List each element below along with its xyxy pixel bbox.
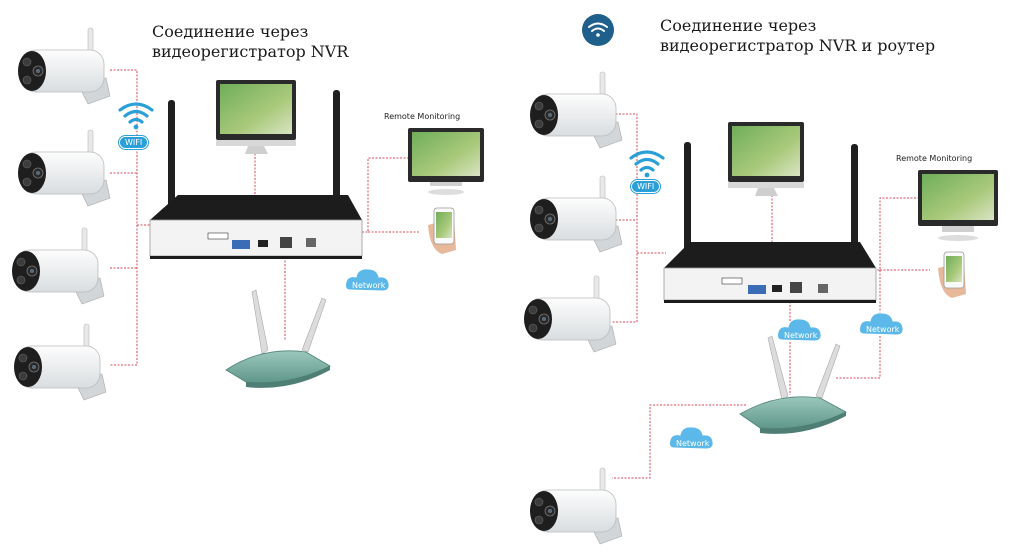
wifi-icon <box>629 150 665 179</box>
local-monitor-left <box>216 80 296 154</box>
nvr-recorder-right <box>663 142 877 303</box>
wifi-label-right: WIFI <box>631 180 661 193</box>
router-right <box>739 335 847 434</box>
remote-monitoring-label-left: Remote Monitoring <box>384 112 461 121</box>
camera-right-3 <box>523 275 617 353</box>
local-monitor-right <box>728 122 804 196</box>
wifi-badge-icon <box>582 14 614 46</box>
camera-left-2 <box>17 129 111 207</box>
right-title: Соединение через видеорегистратор NVR и … <box>660 16 935 56</box>
left-title-line1: Соединение через <box>152 22 309 41</box>
network-label-right-2: Network <box>866 325 900 334</box>
nvr-recorder-left <box>149 90 363 259</box>
camera-right-4 <box>529 467 623 545</box>
right-title-line1: Соединение через <box>660 16 817 35</box>
remote-monitor-right <box>918 170 998 241</box>
camera-left-1 <box>17 27 111 105</box>
left-title: Соединение через видеорегистратор NVR <box>152 22 348 62</box>
right-title-line2: видеорегистратор NVR и роутер <box>660 36 936 55</box>
network-label-left: Network <box>352 281 386 290</box>
remote-monitor-left <box>408 128 484 195</box>
camera-right-2 <box>529 175 623 253</box>
network-label-right-1: Network <box>784 331 818 340</box>
wifi-icon <box>118 102 154 131</box>
remote-monitoring-label-right: Remote Monitoring <box>896 154 973 163</box>
left-title-line2: видеорегистратор NVR <box>152 42 349 61</box>
camera-right-1 <box>529 71 623 149</box>
wifi-label-left: WIFI <box>119 136 149 149</box>
camera-left-3 <box>11 227 105 305</box>
router-left <box>225 289 331 388</box>
camera-left-4 <box>13 323 107 401</box>
smartphone-left <box>428 207 456 254</box>
smartphone-right <box>938 251 966 298</box>
network-label-right-3: Network <box>676 439 710 448</box>
